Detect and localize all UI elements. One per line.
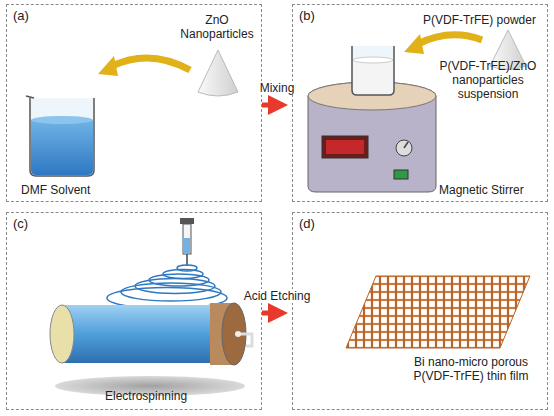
porous-film-mesh (346, 276, 530, 348)
panel-label: (b) (299, 9, 315, 23)
yellow-curved-arrow (98, 56, 190, 76)
magnetic-stirrer (394, 170, 408, 179)
suspension-beaker (353, 57, 393, 63)
collector-drum (62, 305, 222, 363)
suspension-beaker (352, 46, 394, 95)
material-label: ZnO Nanoparticles (177, 13, 257, 41)
fiber-jet-spiral (107, 265, 227, 309)
dmf-beaker (31, 116, 93, 124)
device-label: Magnetic Stirrer (439, 183, 524, 197)
yellow-curved-arrow (404, 34, 424, 54)
syringe (180, 218, 194, 266)
suspension-label: P(VDF-TrFE)/ZnO nanoparticles suspension (432, 59, 544, 101)
material-label: P(VDF-TrFE) powder (423, 13, 536, 27)
product-label: Bi nano-micro porous P(VDF-TrFE) thin fi… (401, 355, 541, 383)
step-panel: (c) Electrospinning (6, 212, 262, 410)
dmf-beaker (30, 98, 94, 176)
collector-drum (50, 303, 252, 396)
yellow-curved-arrow (112, 58, 190, 70)
dmf-beaker (26, 96, 94, 176)
arrow-label: Mixing (258, 81, 297, 95)
magnetic-stirrer (326, 140, 364, 154)
panel-label: (a) (13, 9, 29, 23)
syringe (183, 224, 191, 254)
yellow-curved-arrow (418, 35, 482, 44)
magnetic-stirrer (308, 82, 436, 192)
suspension-beaker (353, 60, 393, 94)
syringe (184, 238, 190, 253)
process-label: Electrospinning (105, 389, 187, 403)
panel-label: (d) (299, 217, 315, 231)
step-panel: (a) ZnO NanoparticlesDMF Solvent (6, 4, 262, 202)
panel-label: (c) (13, 217, 28, 231)
process-arrow (262, 311, 283, 316)
magnetic-stirrer (396, 140, 412, 156)
step-panel: (d) Bi nano-micro porous P(VDF-TrFE) thin… (292, 212, 548, 410)
magnetic-stirrer (404, 142, 408, 148)
porous-film-mesh (346, 276, 530, 348)
syringe (186, 254, 188, 266)
zno-powder-cone (198, 50, 238, 96)
dmf-beaker (31, 120, 93, 175)
yellow-curved-arrow (98, 56, 118, 76)
fiber-jet-spiral (135, 279, 215, 294)
arrow-label: Acid Etching (242, 289, 313, 303)
collector-drum (235, 331, 241, 337)
zno-powder-cone (198, 50, 238, 96)
magnetic-stirrer (322, 136, 368, 158)
yellow-curved-arrow (404, 34, 482, 54)
solvent-label: DMF Solvent (21, 183, 90, 197)
fiber-jet-spiral (121, 283, 221, 301)
dmf-beaker (26, 96, 34, 98)
step-panel: (b) P(VDF-TrFE) powderP(VDF-TrFE)/ZnO nan… (292, 4, 548, 202)
collector-drum (50, 305, 74, 363)
process-arrow (262, 103, 283, 108)
syringe (180, 218, 194, 224)
suspension-beaker (352, 46, 394, 95)
